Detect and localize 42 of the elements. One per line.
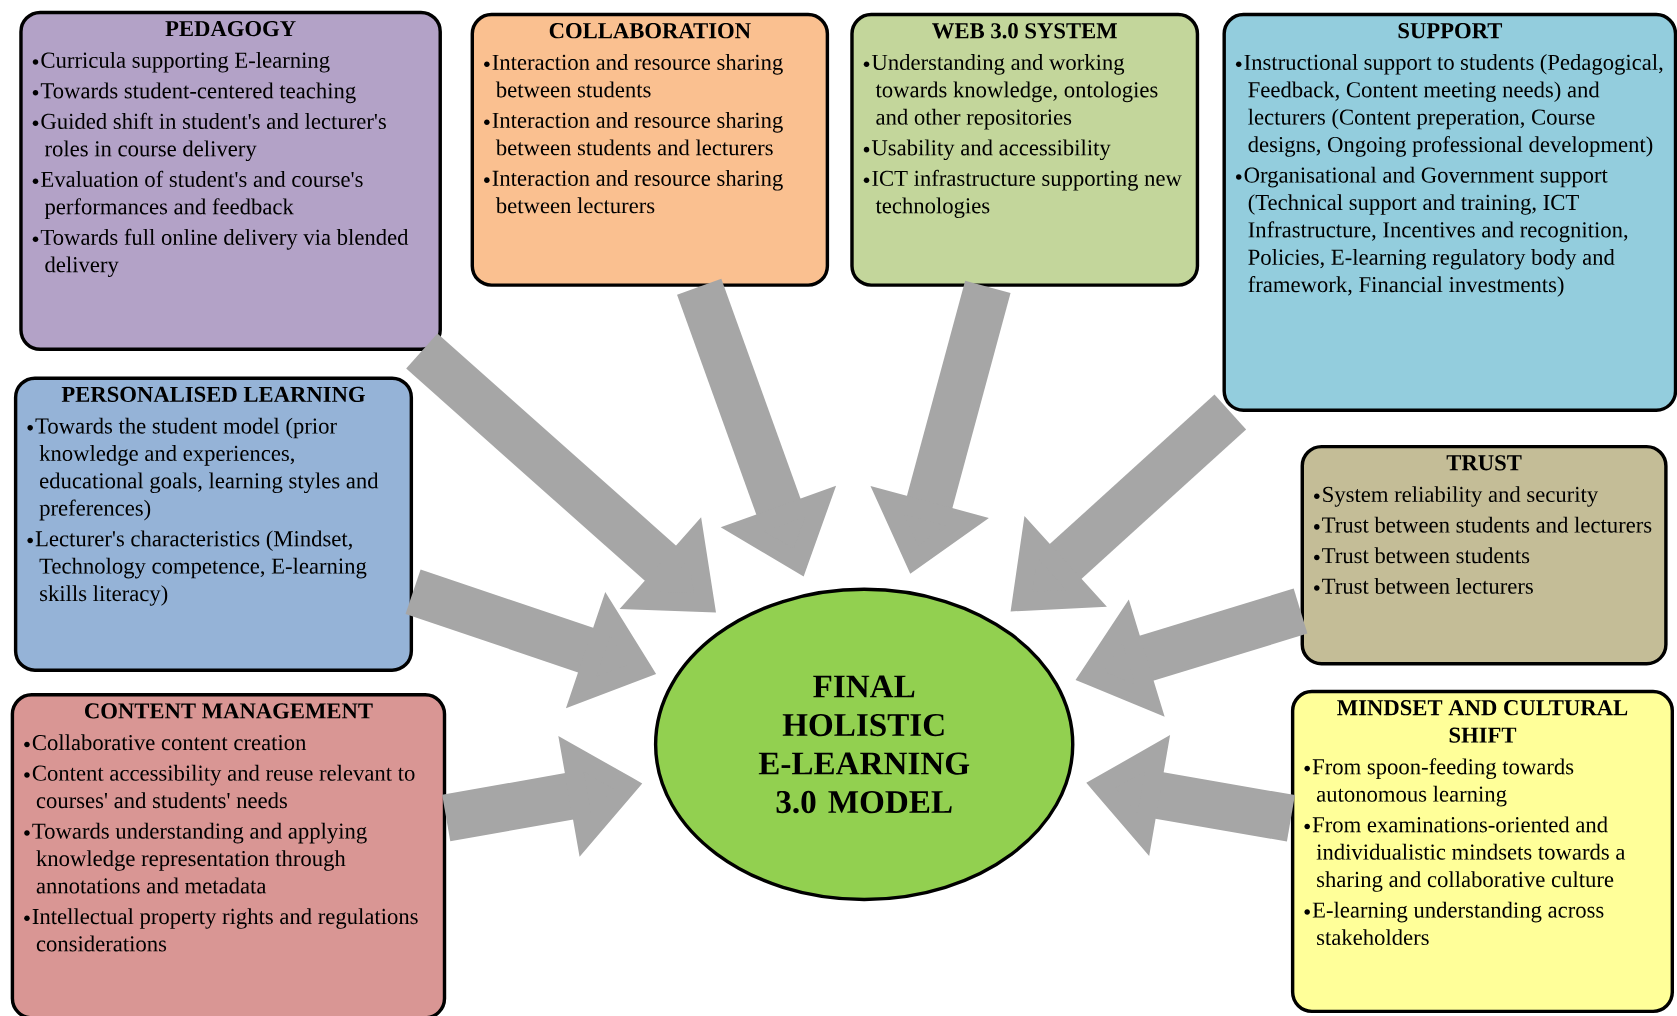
category-box xyxy=(13,376,414,672)
box-heading: SUPPORT xyxy=(1398,23,1503,39)
bullet-text: Content accessibility and reuse relevant to courses' and students' needs xyxy=(32,764,415,809)
bullet-text: Organisational and Government support (Technical support and training, ICT Infrastructure, Incentives and recognition, Policies, E-learning regulatory body and framework, Financial investments) xyxy=(1244,166,1628,297)
box-heading: TRUST xyxy=(1446,455,1522,471)
category-box xyxy=(10,693,447,1016)
bullet-text: From spoon-feeding towards autonomous learning xyxy=(1312,758,1574,807)
bullet-text: Collaborative content creation xyxy=(32,734,307,751)
category-box xyxy=(1300,444,1668,666)
category-box xyxy=(19,10,442,351)
bullet-text: Towards the student model (prior knowledge and experiences, educational goals, learning styles and preferences) xyxy=(35,417,379,521)
bullet-text: Trust between students xyxy=(1322,547,1530,564)
box-heading: PERSONALISED LEARNING xyxy=(61,386,365,402)
box-heading: MINDSET AND CULTURAL SHIFT xyxy=(1337,700,1628,743)
box-heading: PEDAGOGY xyxy=(165,20,296,37)
bullet-text: Interaction and resource sharing between lecturers xyxy=(492,169,783,214)
bullet-text: Interaction and resource sharing between students xyxy=(492,54,783,98)
box-heading: CONTENT MANAGEMENT xyxy=(85,703,373,719)
bullet-text: System reliability and security xyxy=(1323,486,1599,507)
bullet-text: Lecturer's characteristics (Mindset, Technology competence, E-learning skills literacy) xyxy=(35,530,367,606)
category-box xyxy=(1222,12,1677,412)
bullet-text: ICT infrastructure supporting new technologies xyxy=(872,169,1182,219)
bullet-text: Curricula supporting E-learning xyxy=(41,51,330,73)
category-box xyxy=(470,12,830,287)
bullet-text: Towards student-centered teaching xyxy=(40,82,356,104)
bullet-text: Towards understanding and applying knowledge representation through annotations and metadata xyxy=(32,822,367,894)
bullet-text: Trust between students and lecturers xyxy=(1322,516,1652,533)
bullet-text: Trust between lecturers xyxy=(1322,577,1533,594)
category-box xyxy=(1290,689,1675,1014)
bullet-text: Interaction and resource sharing between students and lecturers xyxy=(492,112,783,156)
bullet-text: Usability and accessibility xyxy=(871,139,1111,161)
category-box xyxy=(850,12,1200,287)
bullet-text: Guided shift in student's and lecturer's roles in course delivery xyxy=(41,112,386,162)
box-heading: WEB 3.0 SYSTEM xyxy=(932,23,1117,39)
bullet-text: Understanding and working towards knowledge, ontologies and other repositories xyxy=(871,54,1158,130)
bullet-text: E-learning understanding across stakeholders xyxy=(1312,901,1604,946)
bullet-text: Instructional support to students (Pedagogical, Feedback, Content meeting needs) and lecturers (Content preperation, Course designs, Ongoing professional development) xyxy=(1244,54,1663,157)
bullet-text: Evaluation of student's and course's performances and feedback xyxy=(41,170,363,219)
bullet-text: Towards full online delivery via blended delivery xyxy=(40,228,409,277)
bullet-text: Intellectual property rights and regulations considerations xyxy=(32,908,418,952)
box-heading: COLLABORATION xyxy=(549,23,751,39)
bullet-text: From examinations-oriented and individualistic mindsets towards a sharing and collaborative culture xyxy=(1312,816,1626,892)
